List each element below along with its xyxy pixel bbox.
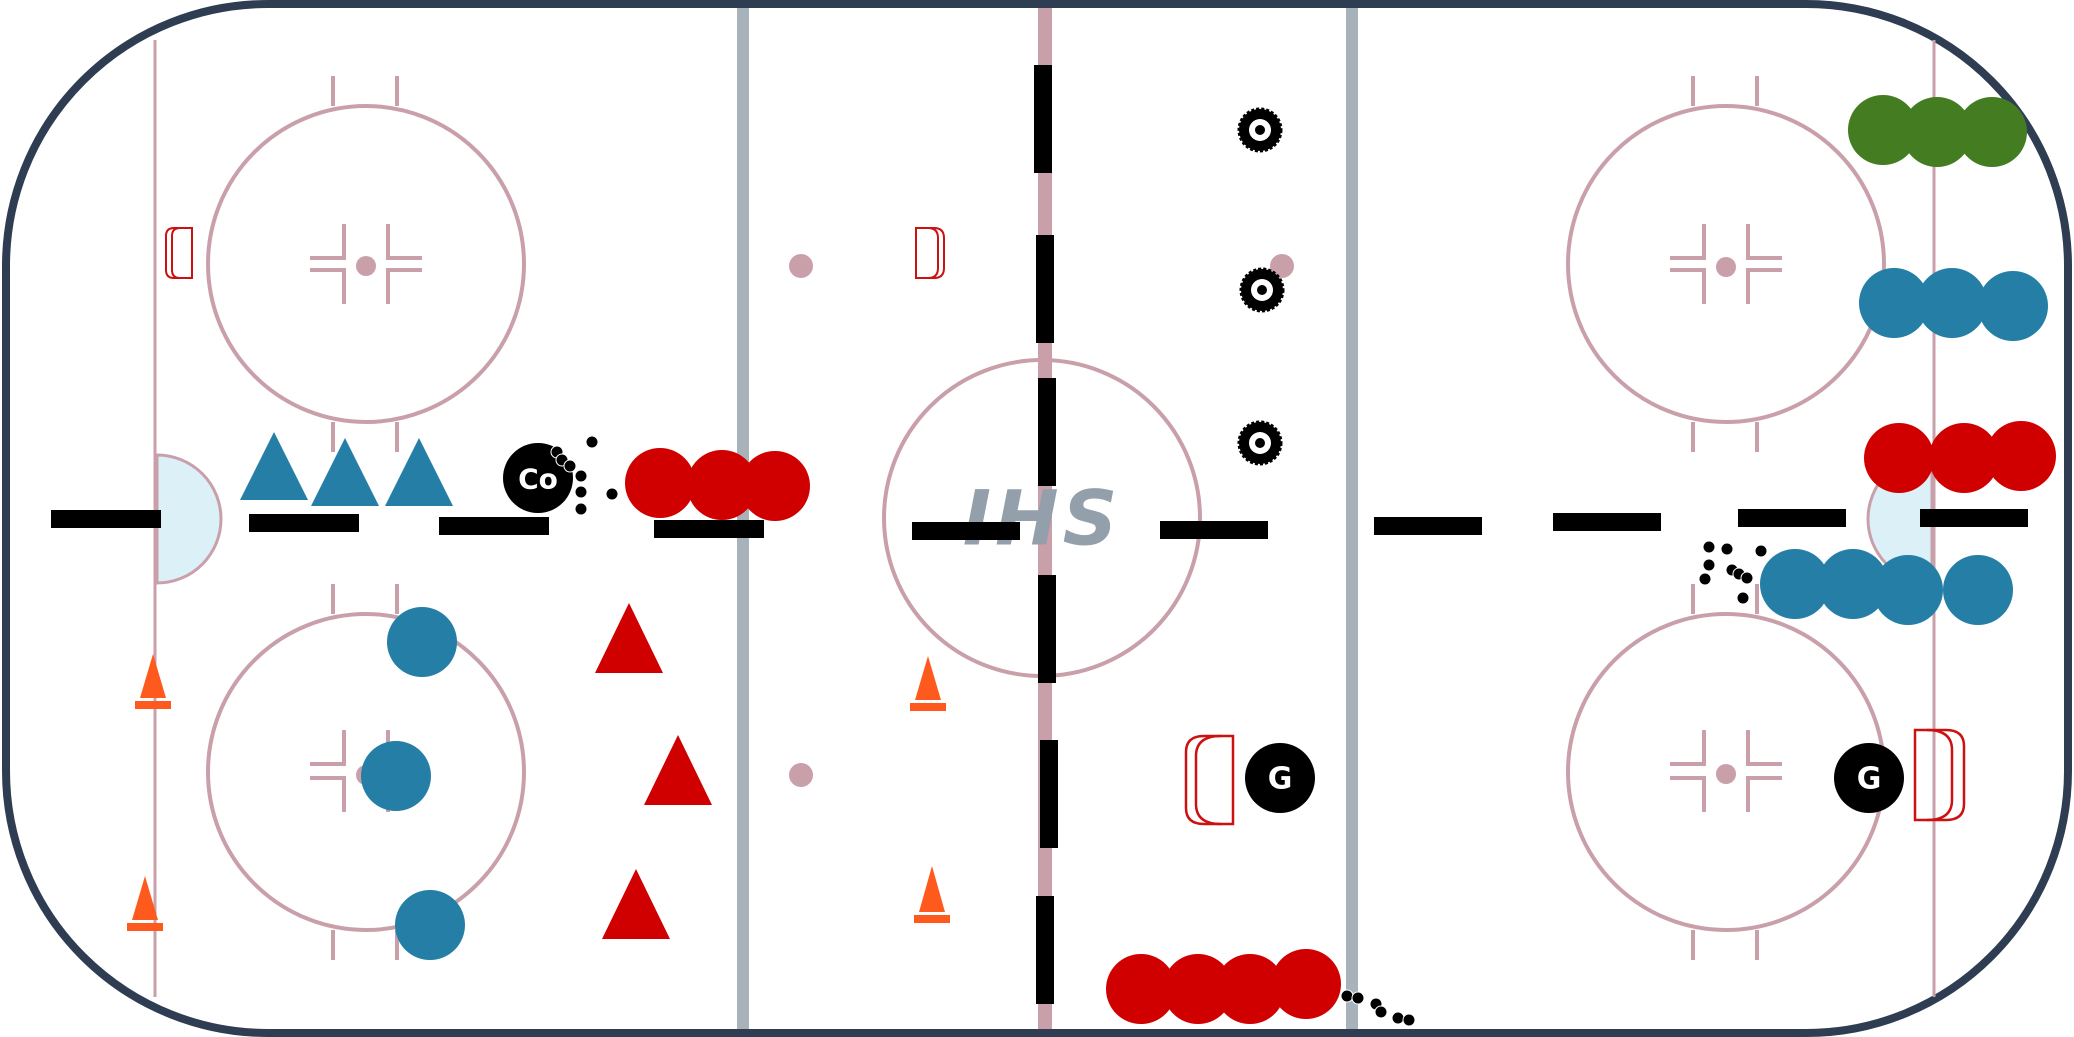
player-green xyxy=(1848,95,1918,165)
player-teal xyxy=(387,607,457,677)
player-red xyxy=(625,448,695,518)
player-teal xyxy=(1818,549,1888,619)
puck-icon xyxy=(1702,558,1716,572)
player-teal xyxy=(1760,549,1830,619)
puck-icon xyxy=(1340,989,1354,1003)
player-green xyxy=(1957,97,2027,167)
player-green xyxy=(1902,97,1972,167)
puck-icon xyxy=(1391,1011,1405,1025)
faceoff-circle-top-left xyxy=(206,76,526,452)
player-triangle-teal xyxy=(385,438,453,506)
goal-net-icon xyxy=(1913,728,1966,822)
goal-net-icon xyxy=(1184,734,1235,826)
player-teal xyxy=(1859,268,1929,338)
puck-group xyxy=(550,435,619,516)
player-triangle-red xyxy=(644,735,712,805)
faceoff-dot-bottom-right xyxy=(1716,764,1736,784)
puck-icon xyxy=(605,487,619,501)
player-triangle-red xyxy=(602,869,670,939)
neutral-dot-top-right xyxy=(1270,254,1294,278)
svg-text:G: G xyxy=(1857,762,1882,797)
puck-icon xyxy=(1702,540,1716,554)
puck-group xyxy=(1340,989,1416,1027)
player-teal xyxy=(395,890,465,960)
goal-net-icon xyxy=(165,227,193,279)
player-triangle-red xyxy=(595,603,663,673)
blue-line-left xyxy=(737,8,749,1029)
player-triangle-teal xyxy=(311,438,379,506)
player-red xyxy=(1163,954,1233,1024)
player-teal xyxy=(1917,268,1987,338)
player-group-red-bottom xyxy=(1106,949,1341,1024)
blue-line-right xyxy=(1346,8,1358,1029)
svg-text:Co: Co xyxy=(518,463,558,496)
player-group-teal-bottom xyxy=(1760,549,2013,625)
player-red xyxy=(1215,954,1285,1024)
puck-group xyxy=(1698,540,1768,605)
goal-net-icon xyxy=(915,227,945,279)
puck-icon xyxy=(563,459,577,473)
player-red xyxy=(1271,949,1341,1019)
cone-icon xyxy=(910,656,946,711)
skating-path-vertical xyxy=(1034,65,1058,1004)
player-group-teal-top xyxy=(1859,268,2048,341)
player-red xyxy=(1929,423,1999,493)
skating-path-horizontal xyxy=(51,509,2028,540)
player-red xyxy=(1106,954,1176,1024)
goalie-icon: G xyxy=(1834,743,1904,813)
center-ice-logo: IHS xyxy=(963,474,1122,563)
player-group-red-right xyxy=(1864,421,2056,493)
player-red xyxy=(1986,421,2056,491)
puck-icon xyxy=(1374,1005,1388,1019)
cone-icon xyxy=(135,654,171,709)
player-group-red-left xyxy=(625,448,810,521)
puck-icon xyxy=(574,485,588,499)
goalie-icon: G xyxy=(1245,743,1315,813)
puck-icon xyxy=(1740,571,1754,585)
svg-text:G: G xyxy=(1268,762,1293,797)
coach-icon: Co xyxy=(503,443,573,513)
puck-icon xyxy=(1698,572,1712,586)
cone-icon xyxy=(914,866,950,923)
cone-icon xyxy=(127,876,163,931)
player-red xyxy=(740,451,810,521)
puck-icon xyxy=(1754,544,1768,558)
tire-icon xyxy=(1239,267,1285,313)
player-teal xyxy=(1978,271,2048,341)
faceoff-dot-top-left xyxy=(356,256,376,276)
tire-icon xyxy=(1237,420,1283,466)
puck-icon xyxy=(574,469,588,483)
puck-icon xyxy=(1736,591,1750,605)
player-red xyxy=(687,450,757,520)
neutral-dot-top-left xyxy=(789,254,813,278)
neutral-dot-bottom-left xyxy=(789,763,813,787)
goal-crease-left xyxy=(155,453,223,585)
puck-icon xyxy=(574,502,588,516)
player-teal xyxy=(361,741,431,811)
faceoff-circle-top-right xyxy=(1566,76,1886,452)
puck-icon xyxy=(1402,1013,1416,1027)
player-triangle-teal xyxy=(240,432,308,500)
faceoff-circle-bottom-right xyxy=(1566,584,1886,960)
player-red xyxy=(1864,423,1934,493)
puck-icon xyxy=(1351,991,1365,1005)
player-group-green xyxy=(1848,95,2027,167)
puck-icon xyxy=(1720,542,1734,556)
player-teal xyxy=(1943,555,2013,625)
puck-icon xyxy=(585,435,599,449)
faceoff-dot-top-right xyxy=(1716,257,1736,277)
tire-icon xyxy=(1237,107,1283,153)
player-teal xyxy=(1873,555,1943,625)
